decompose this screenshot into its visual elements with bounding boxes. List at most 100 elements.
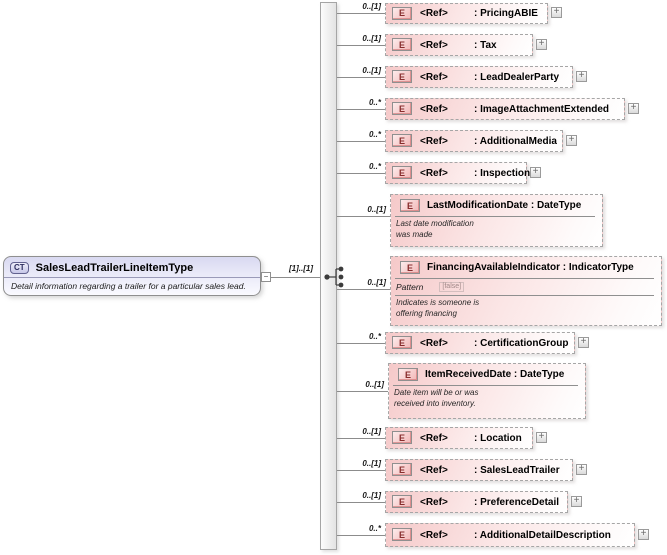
element-icon: E: [392, 463, 412, 476]
connector-line: [337, 77, 385, 78]
facet-row: Pattern[false]: [391, 279, 661, 294]
element-type: : IndicatorType: [560, 262, 634, 273]
cardinality-label: 0..[1]: [362, 34, 381, 43]
expand-icon[interactable]: +: [566, 135, 577, 146]
element-ref-label: <Ref>: [420, 337, 448, 349]
element-type-label: : LeadDealerParty: [474, 71, 560, 83]
element-box-SalesLeadTrailer[interactable]: E<Ref>: SalesLeadTrailer: [385, 459, 573, 481]
element-icon: E: [392, 336, 412, 349]
element-ref-label: <Ref>: [420, 135, 448, 147]
element-row: E<Ref>: Inspection: [386, 163, 530, 183]
connector-line: [337, 141, 385, 142]
element-box-Inspection[interactable]: E<Ref>: Inspection: [385, 162, 530, 184]
element-box-PricingABIE[interactable]: E <Ref> : PricingABIE: [385, 3, 548, 24]
connector-line: [337, 391, 388, 392]
cardinality-label: 0..*: [368, 332, 381, 341]
connector-line: [337, 502, 385, 503]
element-box-AdditionalMedia[interactable]: E <Ref> : AdditionalMedia: [385, 130, 563, 152]
expand-icon[interactable]: +: [536, 39, 547, 50]
separator: [395, 295, 654, 296]
cardinality-label: 0..*: [368, 130, 381, 139]
expand-icon[interactable]: +: [628, 103, 639, 114]
element-name-label: FinancingAvailableIndicator : IndicatorT…: [427, 262, 634, 273]
expand-icon[interactable]: +: [530, 167, 541, 178]
expand-icon[interactable]: +: [536, 432, 547, 443]
connector-line: [337, 535, 385, 536]
element-box-AdditionalDetailDescription[interactable]: E<Ref>: AdditionalDetailDescription: [385, 523, 635, 547]
element-name: FinancingAvailableIndicator: [427, 262, 560, 273]
element-ref-label: <Ref>: [420, 103, 448, 115]
element-icon: E: [392, 38, 412, 51]
expand-icon[interactable]: +: [571, 496, 582, 507]
element-ref-label: <Ref>: [420, 8, 448, 19]
complextype-title-row: CT SalesLeadTrailerLineItemType: [4, 257, 260, 278]
connector-line: [337, 289, 390, 290]
element-ref-label: <Ref>: [420, 432, 448, 444]
collapse-toggle-icon[interactable]: −: [261, 272, 271, 282]
facet-label: Pattern: [396, 282, 424, 292]
element-type-label: : ImageAttachmentExtended: [474, 103, 610, 115]
connector-line: [337, 173, 385, 174]
connector-line: [337, 109, 385, 110]
element-type-label: : AdditionalDetailDescription: [474, 529, 611, 541]
element-box-Location[interactable]: E<Ref>: Location: [385, 427, 533, 449]
element-title-row: E LastModificationDate : DateType: [391, 195, 602, 215]
element-ref-label: <Ref>: [420, 496, 448, 508]
element-ref-label: <Ref>: [420, 464, 448, 476]
expand-icon[interactable]: +: [551, 7, 562, 18]
cardinality-label: 0..*: [368, 98, 381, 107]
element-icon: E: [400, 261, 420, 274]
element-ref-label: <Ref>: [420, 71, 448, 83]
element-row: E <Ref> : AdditionalMedia: [386, 131, 562, 151]
element-type-label: : CertificationGroup: [474, 337, 569, 349]
element-type-label: : Location: [474, 432, 522, 444]
element-annotation: Date item will be or was received into i…: [394, 388, 479, 408]
connector-line: [337, 216, 390, 217]
element-type-label: : PricingABIE: [474, 8, 538, 19]
connector-line: [271, 277, 321, 278]
element-box-FinancingAvailableIndicator[interactable]: E FinancingAvailableIndicator : Indicator…: [390, 256, 662, 326]
element-icon: E: [392, 528, 412, 541]
element-row: E<Ref>: Location: [386, 428, 532, 448]
element-box-CertificationGroup[interactable]: E <Ref> : CertificationGroup: [385, 332, 575, 354]
connector-line: [337, 13, 385, 14]
element-type-label: : AdditionalMedia: [474, 135, 557, 147]
cardinality-label: 0..[1]: [362, 66, 381, 75]
element-annotation: Indicates is someone is offering financi…: [396, 298, 480, 318]
expand-icon[interactable]: +: [576, 71, 587, 82]
element-row: E<Ref>: PreferenceDetail: [386, 492, 567, 512]
cardinality-label: 0..[1]: [362, 427, 381, 436]
element-row: E <Ref> : CertificationGroup: [386, 333, 574, 353]
root-cardinality-label: [1]..[1]: [289, 264, 313, 273]
element-row: E<Ref>: SalesLeadTrailer: [386, 460, 572, 480]
element-icon: E: [392, 70, 412, 83]
expand-icon[interactable]: +: [576, 464, 587, 475]
element-type-label: : Inspection: [474, 167, 531, 179]
cardinality-label: 0..*: [368, 162, 381, 171]
element-row: E<Ref>: AdditionalDetailDescription: [386, 524, 634, 546]
expand-icon[interactable]: +: [578, 337, 589, 348]
separator: [395, 216, 595, 217]
element-box-ImageAttachmentExtended[interactable]: E<Ref>: ImageAttachmentExtended: [385, 98, 625, 120]
expand-icon[interactable]: +: [638, 529, 649, 540]
element-name: LastModificationDate: [427, 200, 529, 211]
element-icon: E: [392, 134, 412, 147]
element-row: E <Ref> : PricingABIE: [386, 4, 547, 23]
element-icon: E: [392, 495, 412, 508]
element-box-LeadDealerParty[interactable]: E <Ref> : LeadDealerParty: [385, 66, 573, 88]
complextype-box[interactable]: CT SalesLeadTrailerLineItemType Detail i…: [3, 256, 261, 296]
element-icon: E: [400, 199, 420, 212]
element-type: : DateType: [511, 369, 565, 380]
cardinality-label: 0..[1]: [367, 205, 386, 214]
connector-line: [337, 45, 385, 46]
connector-line: [337, 343, 385, 344]
element-box-Tax[interactable]: E<Ref>: Tax: [385, 34, 533, 56]
element-name-label: LastModificationDate : DateType: [427, 200, 581, 211]
element-box-PreferenceDetail[interactable]: E<Ref>: PreferenceDetail: [385, 491, 568, 513]
sequence-icon[interactable]: [321, 264, 349, 290]
element-name-label: ItemReceivedDate : DateType: [425, 369, 564, 380]
element-icon: E: [392, 6, 412, 20]
